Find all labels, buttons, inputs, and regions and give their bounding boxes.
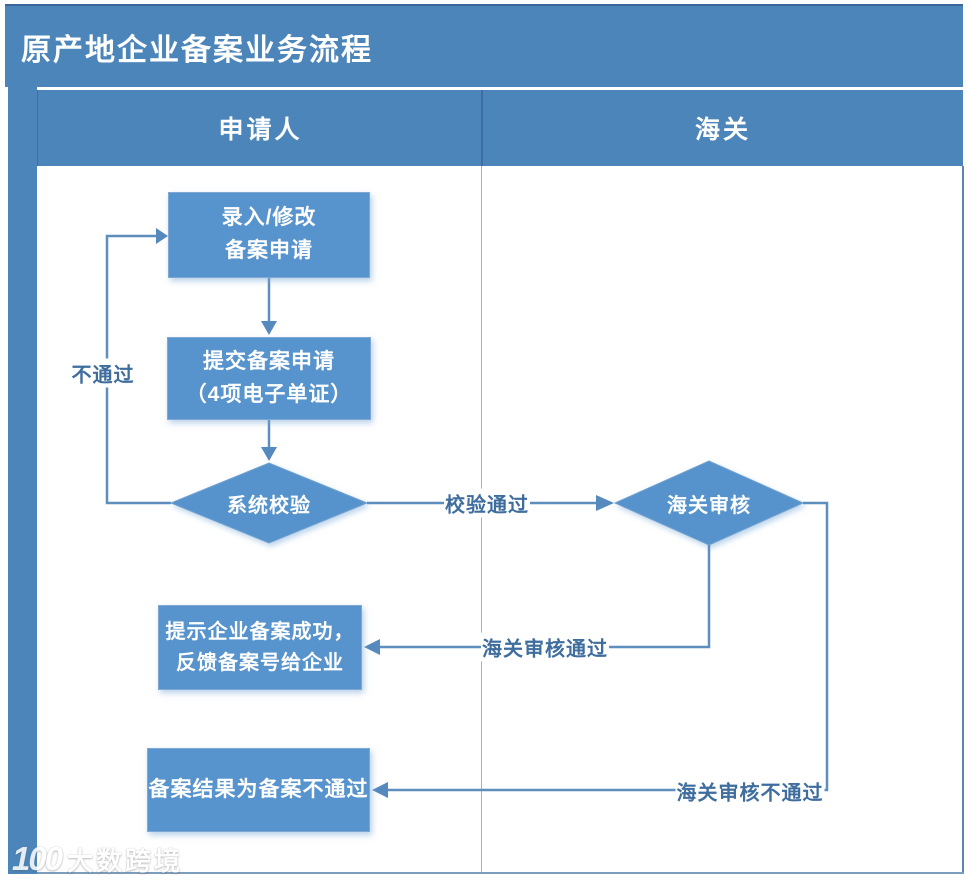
edge-review-pass-arrowhead bbox=[364, 639, 380, 655]
process-entry-line1: 录入/修改 bbox=[221, 206, 317, 230]
lane-header-applicant: 申请人 bbox=[218, 116, 303, 144]
decision-customs-review-label: 海关审核 bbox=[667, 494, 751, 517]
process-filing-success: 提示企业备案成功， 反馈备案号给企业 bbox=[158, 605, 362, 690]
edge-entry-submit-arrowhead bbox=[261, 321, 277, 335]
title-band: 原产地企业备案业务流程 bbox=[5, 4, 963, 87]
process-submit-application: 提交备案申请 （4项电子单证） bbox=[167, 337, 371, 420]
process-submit-line1: 提交备案申请 bbox=[203, 349, 335, 373]
edge-submit-syscheck-arrowhead bbox=[261, 447, 277, 461]
edge-not-pass-arrowhead bbox=[156, 228, 168, 244]
diagram-bottom-border bbox=[37, 872, 964, 874]
edge-review-fail-arrowhead bbox=[372, 782, 388, 798]
decision-sys-check-label: 系统校验 bbox=[227, 494, 311, 517]
edge-label-review-pass: 海关审核通过 bbox=[481, 632, 609, 662]
lane-header-customs: 海关 bbox=[694, 116, 751, 144]
edge-review-fail-line bbox=[386, 501, 829, 792]
watermark-text: 大数跨境 bbox=[67, 845, 184, 876]
process-filing-failed: 备案结果为备案不通过 bbox=[147, 748, 370, 832]
process-success-line2: 反馈备案号给企业 bbox=[176, 651, 344, 674]
left-frame-strip bbox=[8, 87, 37, 874]
lane-divider bbox=[481, 166, 482, 873]
process-success-line1: 提示企业备案成功， bbox=[165, 620, 355, 643]
lane-divider-header bbox=[481, 90, 483, 166]
watermark: 100 大数跨境 bbox=[12, 840, 183, 878]
process-failure-label: 备案结果为备案不通过 bbox=[148, 777, 369, 801]
swimlane-header-band: 申请人 海关 bbox=[37, 90, 963, 166]
process-submit-line2: （4项电子单证） bbox=[185, 382, 353, 406]
edge-label-review-fail: 海关审核不通过 bbox=[675, 776, 825, 806]
edge-check-pass-arrowhead bbox=[596, 495, 614, 511]
process-entry-modify-application: 录入/修改 备案申请 bbox=[168, 192, 370, 278]
page-title: 原产地企业备案业务流程 bbox=[21, 33, 373, 67]
process-entry-line2: 备案申请 bbox=[225, 239, 313, 262]
edge-label-not-pass: 不通过 bbox=[70, 358, 136, 388]
watermark-100-logo: 100 bbox=[12, 840, 63, 877]
edge-label-check-pass: 校验通过 bbox=[444, 488, 530, 518]
diagram-right-border bbox=[962, 166, 964, 874]
